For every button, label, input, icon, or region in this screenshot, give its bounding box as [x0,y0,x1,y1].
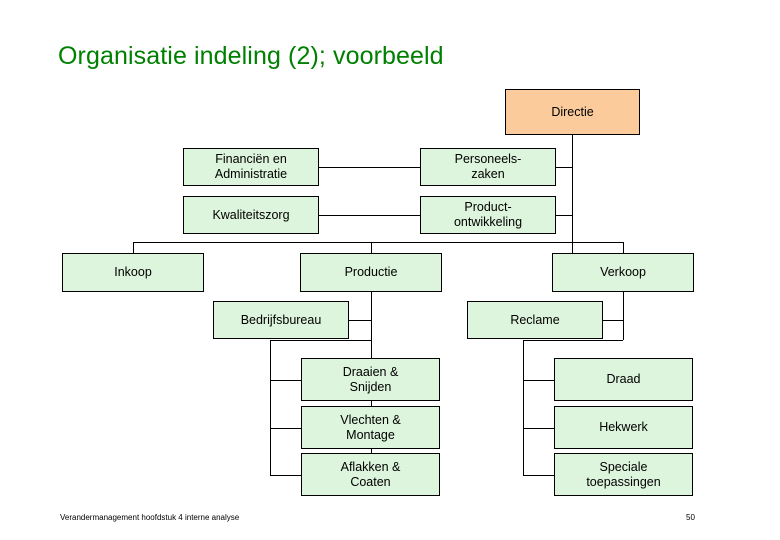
connector-rail-to-draad [523,380,554,381]
connector-productie-to-bedrijfsbureau [349,320,371,321]
node-reclame[interactable]: Reclame [467,301,603,339]
node-verkoop[interactable]: Verkoop [552,253,694,292]
node-aflakken-coaten[interactable]: Aflakken & Coaten [301,453,440,496]
connector-rail-to-draaien [270,380,301,381]
node-directie[interactable]: Directie [505,89,640,135]
node-personeelszaken-label: Personeels- zaken [454,152,522,181]
connector-bus-to-verkoop [623,242,624,253]
connector-rail-to-speciale [523,475,554,476]
node-productie[interactable]: Productie [300,253,442,292]
node-productie-label: Productie [344,265,398,279]
node-hekwerk[interactable]: Hekwerk [554,406,693,449]
node-draad-label: Draad [606,372,641,386]
connector-rail-to-aflakken [270,475,301,476]
node-financien-administratie-label: Financiën en Administratie [214,152,288,181]
node-draaien-snijden[interactable]: Draaien & Snijden [301,358,440,401]
node-aflakken-coaten-label: Aflakken & Coaten [340,459,401,489]
node-draad[interactable]: Draad [554,358,693,401]
node-productontwikkeling[interactable]: Product- ontwikkeling [420,196,556,234]
node-reclame-label: Reclame [510,312,560,327]
node-vlechten-montage-label: Vlechten & Montage [340,412,401,442]
node-speciale-toepassingen[interactable]: Speciale toepassingen [554,453,693,496]
connector-productie-stem-join [270,340,371,341]
node-speciale-toepassingen-label: Speciale toepassingen [586,459,661,489]
node-bedrijfsbureau[interactable]: Bedrijfsbureau [213,301,349,339]
connector-productie-left-rail [270,340,271,475]
connector-verkoop-left-rail [523,340,524,475]
connector-directie-to-personeelszaken [556,167,572,168]
connector-rail-to-vlechten [270,428,301,429]
footer-page-number: 50 [686,513,695,522]
node-bedrijfsbureau-label: Bedrijfsbureau [240,312,322,327]
node-kwaliteitszorg[interactable]: Kwaliteitszorg [183,196,319,234]
node-vlechten-montage[interactable]: Vlechten & Montage [301,406,440,449]
connector-bus-to-inkoop [133,242,134,253]
connector-verkoop-to-reclame [603,320,623,321]
connector-line-bus [133,242,623,243]
connector-verkoop-stem [623,292,624,340]
connector-bus-to-productie [371,242,372,253]
node-directie-label: Directie [551,104,594,119]
node-verkoop-label: Verkoop [600,265,646,279]
connector-directie-stem [572,135,573,253]
node-productontwikkeling-label: Product- ontwikkeling [453,200,523,229]
node-kwaliteitszorg-label: Kwaliteitszorg [212,207,290,222]
page-title: Organisatie indeling (2); voorbeeld [58,42,444,70]
node-personeelszaken[interactable]: Personeels- zaken [420,148,556,186]
connector-verkoop-stem-join [523,340,623,341]
node-inkoop-label: Inkoop [114,265,152,279]
footer-text: Verandermanagement hoofdstuk 4 interne a… [60,513,240,522]
connector-rail-to-hekwerk [523,428,554,429]
node-hekwerk-label: Hekwerk [599,420,648,434]
node-inkoop[interactable]: Inkoop [62,253,204,292]
connector-directie-to-productontwikkeling [556,215,572,216]
node-draaien-snijden-label: Draaien & Snijden [342,364,399,394]
node-financien-administratie[interactable]: Financiën en Administratie [183,148,319,186]
